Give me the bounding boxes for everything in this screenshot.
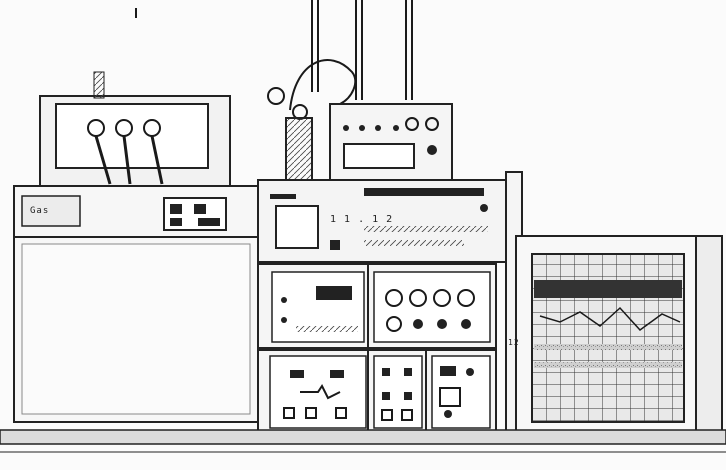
support-poles xyxy=(135,0,413,100)
side-number: 12 xyxy=(508,338,520,347)
gauge-icon xyxy=(292,104,308,120)
temperature-module xyxy=(367,263,497,349)
gauge-icon xyxy=(267,87,285,105)
gas-tube xyxy=(289,59,357,111)
flow-module xyxy=(367,349,427,433)
gc-oven-cabinet xyxy=(13,185,259,423)
integrator-module xyxy=(257,349,369,433)
valve-module xyxy=(425,349,497,433)
regulator-body xyxy=(285,117,313,181)
detector-controller xyxy=(329,103,453,183)
chart-recorder xyxy=(505,171,723,439)
display-digits: 1 1 . 1 2 xyxy=(330,214,394,225)
bench-surface xyxy=(0,429,726,445)
amplifier-module xyxy=(257,263,369,349)
left-unit-label: Gas xyxy=(30,206,50,216)
autosampler-unit xyxy=(39,71,231,187)
